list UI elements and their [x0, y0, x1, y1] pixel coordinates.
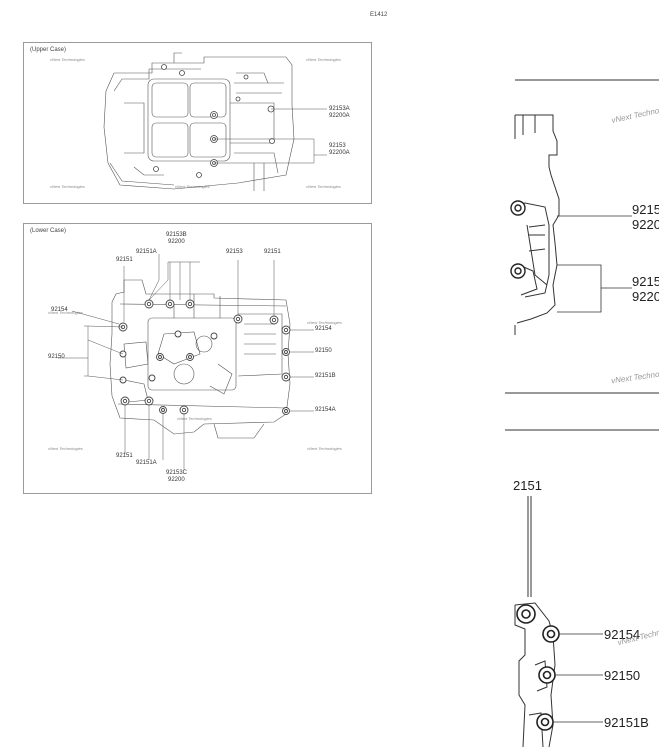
zoom-label-9220-b: 9220	[632, 289, 659, 304]
lower-crankcase-drawing	[58, 254, 314, 470]
callout-lower-92154-right: 92154	[315, 326, 332, 332]
figure-id: E1412	[370, 12, 388, 18]
watermark: vNext Technologies	[307, 320, 342, 325]
zoom-label-92151b: 92151B	[604, 715, 649, 730]
callout-upper-92200a: 92200A	[329, 113, 350, 119]
zoom-label-92154: 92154	[604, 627, 641, 642]
callout-lower-92153b: 92153B	[166, 232, 187, 238]
callout-lower-92200: 92200	[168, 239, 185, 245]
callout-lower-92151-bottom: 92151	[116, 453, 133, 459]
callout-lower-92151-top-right: 92151	[264, 249, 281, 255]
zoom-label-2151: 2151	[513, 478, 542, 493]
zoom-label-9215-a: 9215	[632, 202, 659, 217]
callout-upper-92153: 92153	[329, 143, 346, 149]
zoom-label-9215-b: 9215	[632, 274, 659, 289]
watermark: vNext Technologies	[50, 184, 85, 189]
zoom-upper-drawing	[505, 79, 659, 394]
zoom-upper-detail: 9215 9220 9215 9220 vNext Techno vNext T…	[505, 75, 659, 405]
watermark: vNext Technologies	[48, 310, 83, 315]
callout-lower-92153c: 92153C	[166, 470, 188, 476]
zoom-label-92150: 92150	[604, 668, 641, 683]
callout-lower-92154-left: 92154	[51, 307, 68, 313]
callout-lower-92150-right: 92150	[315, 348, 332, 354]
callout-lower-92200-bottom: 92200	[168, 477, 185, 483]
watermark: vNext Technologies	[48, 446, 83, 451]
callout-lower-92151a-top: 92151A	[136, 249, 157, 255]
callout-lower-92154a: 92154A	[315, 407, 336, 413]
zoom-lower-detail: 2151 92154 92150 92151B vNext Techn	[505, 425, 659, 747]
watermark: vNext Technologies	[306, 184, 341, 189]
watermark: vNext Technologies	[306, 57, 341, 62]
callout-lower-92151a-bottom: 92151A	[136, 460, 157, 466]
zoom-lower-drawing	[505, 429, 659, 747]
callout-upper-92200a-2: 92200A	[329, 150, 350, 156]
upper-case-title: (Upper Case)	[30, 47, 67, 53]
zoom-label-9220-a: 9220	[632, 217, 659, 232]
callout-lower-92151b: 92151B	[315, 373, 336, 379]
watermark: vNext Technologies	[307, 446, 342, 451]
watermark: vNext Technologies	[50, 57, 85, 62]
callout-lower-92153: 92153	[226, 249, 243, 255]
upper-crankcase-drawing	[103, 52, 327, 191]
lower-case-title: (Lower Case)	[30, 228, 67, 234]
callout-lower-92150-left: 92150	[48, 354, 65, 360]
upper-case-panel: (Upper Case) vNext Technologies vNext Te…	[23, 42, 372, 204]
callout-lower-92151-top: 92151	[116, 257, 133, 263]
watermark: vNext Technologies	[175, 184, 210, 189]
watermark: vNext Technologies	[177, 416, 212, 421]
lower-case-panel: (Lower Case) vNext Technologies vNext Te…	[23, 223, 372, 494]
callout-upper-92153a: 92153A	[329, 106, 350, 112]
